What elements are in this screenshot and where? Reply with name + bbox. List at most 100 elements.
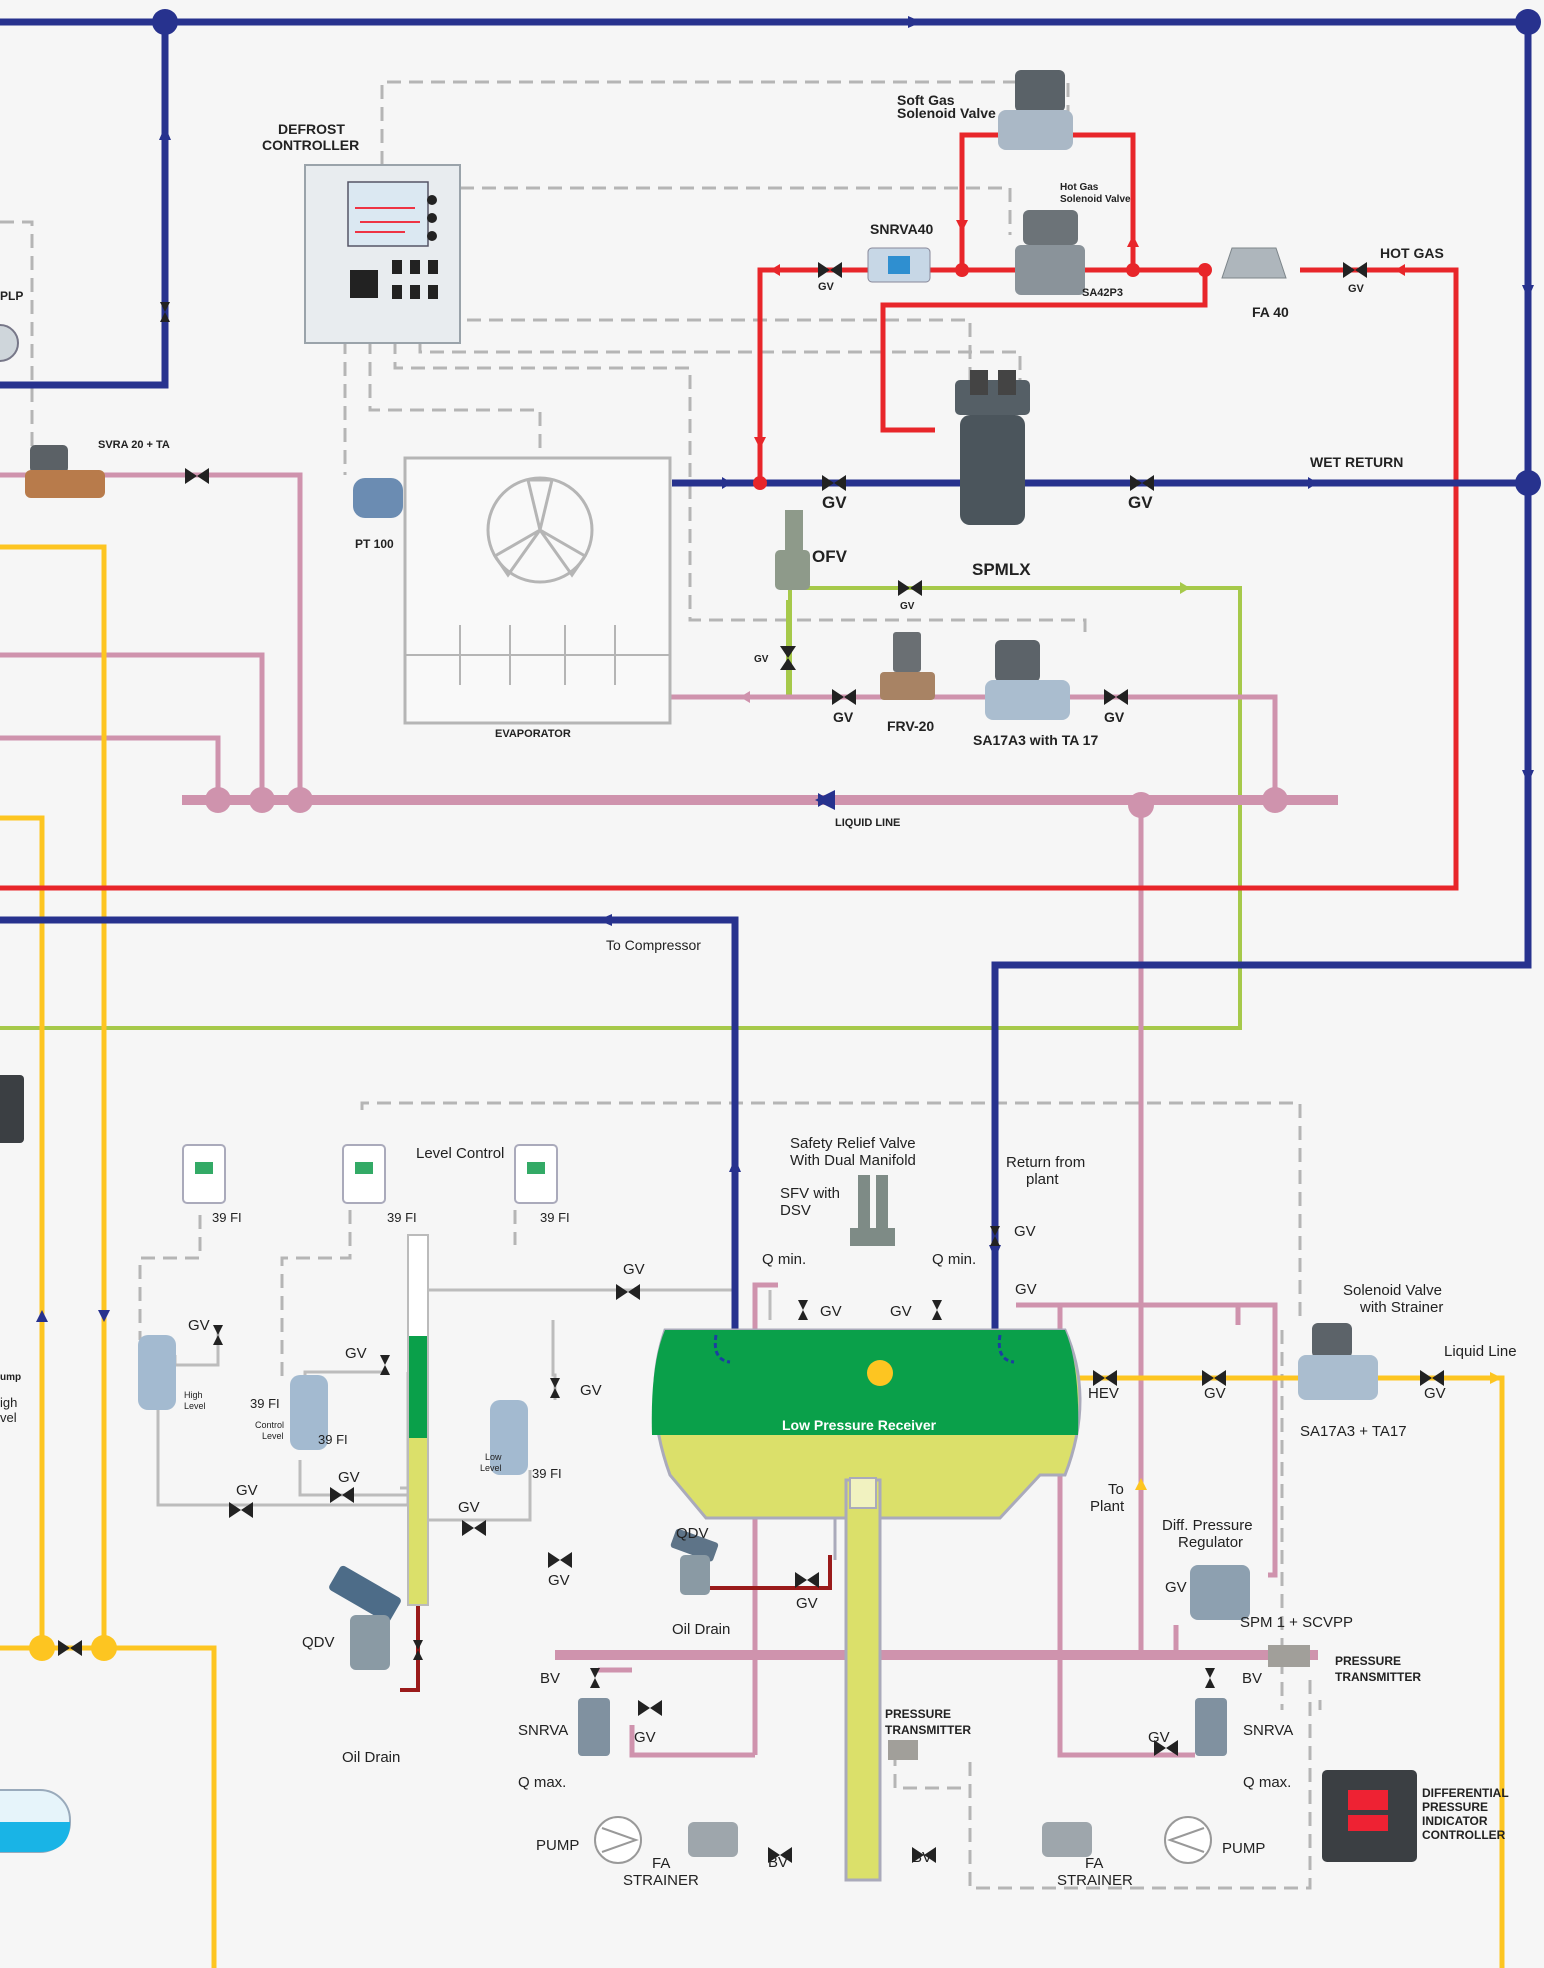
hot-gas-label: Hot Gas <box>1060 182 1099 193</box>
gv-label: GV <box>458 1499 480 1516</box>
39fi-label: 39 FI <box>212 1210 242 1225</box>
gv-label: GV <box>580 1382 602 1399</box>
gv-label: GV <box>1424 1385 1446 1402</box>
gv-label: GV <box>1014 1223 1036 1240</box>
39fi-label: 39 FI <box>250 1396 280 1411</box>
plant-label: plant <box>1026 1171 1059 1188</box>
plant-cap-label: Plant <box>1090 1498 1125 1515</box>
sa17a3-ta17-label: SA17A3 with TA 17 <box>973 732 1098 748</box>
spmlx-label: SPMLX <box>972 560 1031 579</box>
oil-drain-label: Oil Drain <box>342 1749 400 1766</box>
solenoid-valve-label: Solenoid Valve <box>1343 1282 1442 1299</box>
defrost-controller-panel <box>304 164 461 344</box>
pressure-label: PRESSURE <box>885 1707 951 1721</box>
gv-label: GV <box>1128 493 1153 512</box>
differential-label: DIFFERENTIAL <box>1422 1786 1509 1800</box>
svra-label: SVRA 20 + TA <box>98 439 170 451</box>
level-partial-label: vel <box>0 1410 17 1425</box>
bv-label: BV <box>912 1849 932 1866</box>
pump-partial-label: ump <box>0 1372 21 1383</box>
to-label: To <box>1108 1481 1124 1498</box>
labels: Soft Gas Solenoid Valve Hot Gas Solenoid… <box>0 92 1517 1889</box>
fa40-label: FA 40 <box>1252 304 1289 320</box>
controller-label: CONTROLLER <box>262 137 359 153</box>
dsv-label: DSV <box>780 1202 811 1219</box>
hot-gas-solenoid-label: Solenoid Valve <box>1060 194 1131 205</box>
39fi-label: 39 FI <box>318 1432 348 1447</box>
safety-relief-label: Safety Relief Valve <box>790 1135 916 1152</box>
pump-label: PUMP <box>536 1837 579 1854</box>
ofv-label: OFV <box>812 547 848 566</box>
gv-label: GV <box>188 1317 210 1334</box>
q-min-label: Q min. <box>932 1251 976 1268</box>
hev-label: HEV <box>1088 1385 1119 1402</box>
snrva-label: SNRVA <box>518 1722 568 1739</box>
hot-gas-line-label: HOT GAS <box>1380 245 1444 261</box>
junctions <box>29 9 1541 1661</box>
sfv-label: SFV with <box>780 1185 840 1202</box>
soft-gas-solenoid-label: Solenoid Valve <box>897 105 996 121</box>
high-partial-label: igh <box>0 1395 17 1410</box>
safety-relief-label-2: With Dual Manifold <box>790 1152 916 1169</box>
gv-label: GV <box>818 281 835 293</box>
control-label: Control <box>255 1420 284 1430</box>
gv-label: GV <box>548 1572 570 1589</box>
snrva-label: SNRVA <box>1243 1722 1293 1739</box>
gv-label: GV <box>623 1261 645 1278</box>
return-from-label: Return from <box>1006 1154 1085 1171</box>
fa-label: FA <box>652 1855 670 1872</box>
q-min-label: Q min. <box>762 1251 806 1268</box>
fa-label: FA <box>1085 1855 1103 1872</box>
gv-label: GV <box>338 1469 360 1486</box>
snrva40-label: SNRVA40 <box>870 221 934 237</box>
gv-label: GV <box>1348 283 1365 295</box>
level-label: Level <box>184 1401 206 1411</box>
pt100-label: PT 100 <box>355 537 394 551</box>
to-compressor-label: To Compressor <box>606 937 701 953</box>
gv-label: GV <box>1104 709 1125 725</box>
flow-arrows <box>36 16 1534 1490</box>
gate-valves <box>58 262 1444 1863</box>
gv-label: GV <box>833 709 854 725</box>
q-max-label: Q max. <box>1243 1774 1291 1791</box>
bv-label: BV <box>1242 1670 1262 1687</box>
pressure-label: PRESSURE <box>1422 1800 1488 1814</box>
sa42p3-label: SA42P3 <box>1082 287 1123 299</box>
regulator-label: Regulator <box>1178 1534 1243 1551</box>
pink-liquid-lines <box>0 472 1278 1758</box>
soft-gas-label: Soft Gas <box>897 92 955 108</box>
qdv-label: QDV <box>302 1634 335 1651</box>
transmitter-label: TRANSMITTER <box>885 1723 971 1737</box>
gv-label: GV <box>900 601 915 612</box>
evaporator-label: EVAPORATOR <box>495 728 571 740</box>
oil-drain-lines <box>400 1555 832 1692</box>
gv-label: GV <box>796 1595 818 1612</box>
gv-label: GV <box>822 493 847 512</box>
oil-drain-label: Oil Drain <box>672 1621 730 1638</box>
indicator-label: INDICATOR <box>1422 1814 1488 1828</box>
low-label: Low <box>485 1452 502 1462</box>
level-control-label: Level Control <box>416 1145 504 1162</box>
39fi-label: 39 FI <box>387 1210 417 1225</box>
level-label: Level <box>262 1431 284 1441</box>
gv-label: GV <box>1165 1579 1187 1596</box>
with-strainer-label: with Strainer <box>1359 1299 1443 1316</box>
q-max-label: Q max. <box>518 1774 566 1791</box>
39fi-label: 39 FI <box>540 1210 570 1225</box>
wet-return-label: WET RETURN <box>1310 454 1403 470</box>
frv20-label: FRV-20 <box>887 718 934 734</box>
pressure-label: PRESSURE <box>1335 1654 1401 1668</box>
low-pressure-receiver <box>651 1328 1082 1882</box>
control-wiring <box>0 80 1322 1890</box>
strainer-label: STRAINER <box>623 1872 699 1889</box>
lpr-label: Low Pressure Receiver <box>782 1417 937 1433</box>
bv-label: BV <box>540 1670 560 1687</box>
gv-label: GV <box>890 1303 912 1320</box>
controller-label: CONTROLLER <box>1422 1828 1506 1842</box>
pump-label: PUMP <box>1222 1840 1265 1857</box>
gv-label: GV <box>1015 1281 1037 1298</box>
spm1-scvpp-label: SPM 1 + SCVPP <box>1240 1614 1353 1631</box>
liquid-line-caps-label: LIQUID LINE <box>835 817 900 829</box>
plp-label: PLP <box>0 289 23 303</box>
